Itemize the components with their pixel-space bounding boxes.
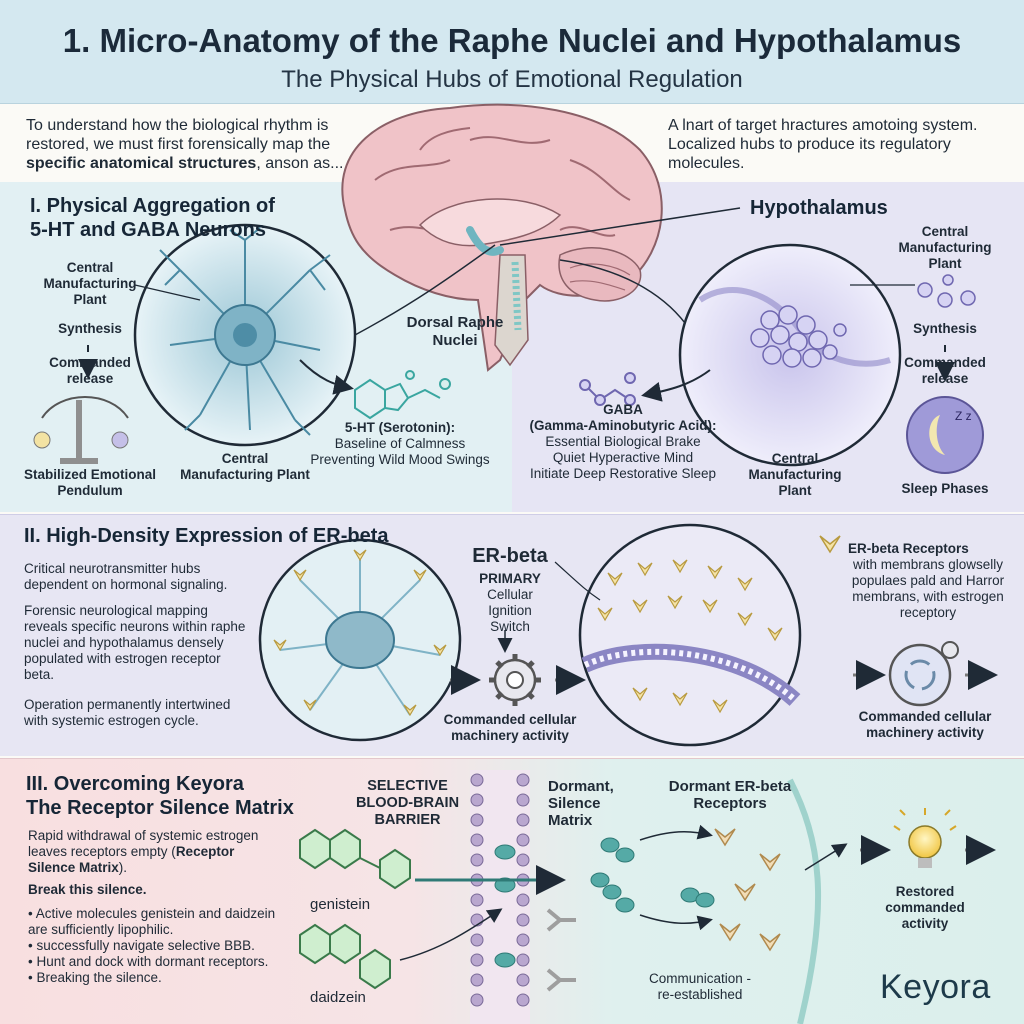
communication-label: Communication - re-established [648, 971, 752, 1002]
genistein-molecule [299, 828, 411, 890]
switch-label: Cellular Ignition Switch [487, 587, 533, 634]
right-plant-label: Central Manufacturing Plant [898, 224, 992, 271]
cell-cycle-icon [888, 641, 959, 707]
serotonin-description: 5-HT (Serotonin): Baseline of Calmness P… [310, 420, 490, 467]
commanded-release-label: Commanded release [49, 355, 131, 386]
section3-paragraph: Rapid withdrawal of systemic estrogen le… [28, 828, 259, 875]
section2-paragraph-3: Operation permanently intertwined with s… [24, 697, 231, 728]
hypothalamus-zoom [678, 243, 902, 467]
section3-bullets: • Active molecules genistein and daidzei… [28, 906, 278, 986]
section2-paragraph-2: Forensic neurological mapping reveals sp… [24, 603, 246, 682]
left-plant-label: Central Manufacturing Plant [43, 260, 137, 307]
pendulum-icon [33, 396, 129, 464]
break-silence: Break this silence. [28, 882, 147, 897]
bullet-2: • successfully navigate selective BBB. [28, 938, 255, 953]
lightbulb-icon [893, 808, 957, 868]
bullet-4: • Breaking the silence. [28, 970, 162, 985]
bbb-label: SELECTIVE BLOOD-BRAIN BARRIER [355, 778, 460, 828]
right-plant-bottom-label: Central Manufacturing Plant [748, 451, 842, 498]
intro-left: To understand how the biological rhythm … [26, 117, 344, 172]
hypothalamus-label: Hypothalamus [750, 197, 888, 219]
bullet-1: • Active molecules genistein and daidzei… [28, 906, 276, 937]
receptors-title: ER-beta Receptors [848, 541, 969, 556]
erbeta-neuron [258, 538, 462, 742]
gaba-molecule-right [917, 274, 976, 308]
raphe-neuron-zoom [133, 223, 357, 447]
page-title: 1. Micro-Anatomy of the Raphe Nuclei and… [62, 22, 962, 59]
section1-heading: I. Physical Aggregation of 5-HT and GABA… [30, 195, 275, 241]
daidzein-molecule [299, 923, 391, 990]
synthesis-label: Synthesis [58, 321, 122, 336]
pendulum-label: Stabilized Emotional Pendulum [23, 467, 156, 498]
dormant-matrix-label: Dormant, Silence Matrix [548, 778, 614, 829]
page-subtitle: The Physical Hubs of Emotional Regulatio… [281, 66, 743, 93]
header-band [0, 0, 1024, 104]
restored-activity-label: Restored commanded activity [885, 884, 965, 931]
dormant-receptors-label: Dormant ER-beta Receptors [668, 778, 792, 812]
daidzein-label: daidzein [310, 989, 366, 1006]
right-release-label: Commanded release [904, 355, 986, 386]
gaba-description: GABA (Gamma-Aminobutyric Acid): Essentia… [529, 402, 717, 481]
receptors-description: with membrans glowselly populaes pald an… [851, 557, 1005, 620]
primary-label: PRIMARY [479, 571, 541, 586]
gaba-molecule-left [579, 372, 636, 406]
erbeta-label: ER-beta [472, 545, 548, 567]
svg-text:Z z: Z z [955, 409, 972, 423]
sleep-phases-label: Sleep Phases [901, 481, 989, 496]
right-synthesis-label: Synthesis [913, 321, 977, 336]
dorsal-raphe-label: Dorsal Raphe Nuclei [406, 314, 504, 349]
section2-paragraph-1: Critical neurotransmitter hubs dependent… [24, 561, 228, 592]
dormant-receptors [714, 828, 781, 952]
receptor-icon [819, 535, 841, 554]
receptor-membrane-zoom [578, 523, 802, 747]
intro-right: A lnart of target hractures amotoing sys… [668, 117, 978, 172]
blood-brain-barrier [470, 770, 530, 1024]
commanded-left-label: Commanded cellular machinery activity [443, 712, 577, 743]
left-plant-bottom-label: Central Manufacturing Plant [180, 451, 310, 482]
section2-heading: II. High-Density Expression of ER-beta [24, 525, 389, 547]
section3-heading: III. Overcoming Keyora The Receptor Sile… [26, 773, 294, 819]
commanded-right-label: Commanded cellular machinery activity [858, 709, 992, 740]
serotonin-molecule [354, 370, 451, 420]
bullet-3: • Hunt and dock with dormant receptors. [28, 954, 269, 969]
sleep-moon-icon: Z z [906, 396, 984, 474]
section2-panel [0, 514, 1024, 756]
brain-illustration [341, 103, 663, 372]
keyora-logo: Keyora [880, 968, 991, 1006]
gear-icon [489, 654, 541, 706]
genistein-label: genistein [310, 896, 371, 913]
